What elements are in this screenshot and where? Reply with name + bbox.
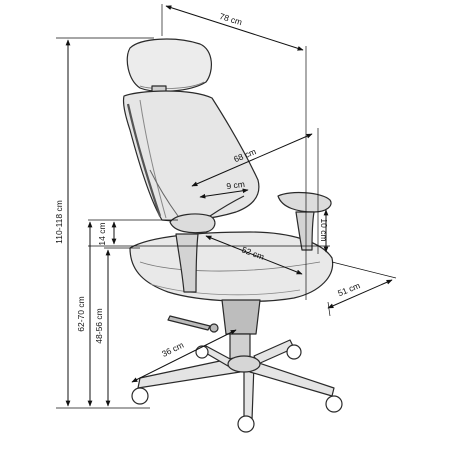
label-armrest-height: 62-70 cm (76, 296, 86, 331)
label-armrest-width: 9 cm (226, 179, 246, 191)
label-seat-height: 48-56 cm (94, 308, 104, 343)
armrest-left (169, 213, 216, 234)
dim-line-36 (131, 329, 237, 383)
label-armrest-height-over-seat: 14 cm (97, 222, 107, 245)
label-base-radius: 36 cm (160, 340, 185, 359)
chair-illustration (122, 38, 343, 433)
dim-line-52 (205, 235, 303, 275)
dim-line-68 (191, 133, 313, 187)
dim-line-9 (199, 188, 249, 199)
backrest (122, 90, 260, 222)
dim-line-78 (165, 5, 304, 51)
label-overall-width: 78 cm (218, 11, 243, 27)
dim-line-51 (327, 279, 393, 309)
armrest-right (277, 191, 332, 213)
label-total-height: 110-118 cm (54, 200, 64, 244)
label-armrest-adjust: 10 cm (319, 218, 329, 241)
headrest (126, 38, 212, 92)
